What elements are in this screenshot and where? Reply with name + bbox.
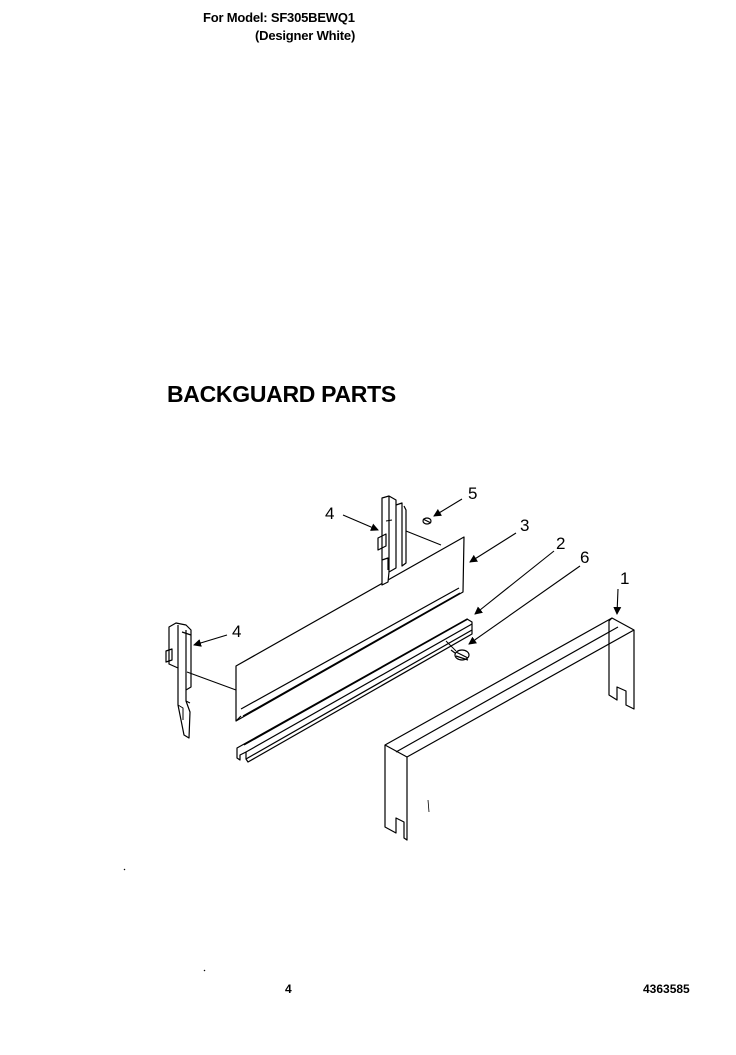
side-bracket-upper-part-4 xyxy=(377,495,407,586)
assembly-guide-lines xyxy=(186,530,457,691)
callout-4-lower: 4 xyxy=(232,622,241,641)
callout-2: 2 xyxy=(556,534,565,553)
end-cap-part-1 xyxy=(384,617,635,841)
callout-4-upper: 4 xyxy=(325,504,334,523)
backguard-panel-part-3 xyxy=(235,536,465,722)
page-number: 4 xyxy=(285,982,292,996)
callout-5: 5 xyxy=(468,484,477,503)
callout-1: 1 xyxy=(620,569,629,588)
leader-arrows xyxy=(193,498,622,647)
scan-specks xyxy=(123,868,206,972)
callout-3: 3 xyxy=(520,516,529,535)
page-title: BACKGUARD PARTS xyxy=(167,381,396,407)
screw-part-5 xyxy=(422,517,432,525)
trim-channel-part-2 xyxy=(236,618,473,763)
document-number: 4363585 xyxy=(643,982,690,996)
side-bracket-lower-part-4 xyxy=(165,622,192,739)
callout-6: 6 xyxy=(580,548,589,567)
variant-header: (Designer White) xyxy=(255,28,356,43)
fastener-part-6 xyxy=(450,649,470,661)
model-header: For Model: SF305BEWQ1 xyxy=(203,10,355,25)
